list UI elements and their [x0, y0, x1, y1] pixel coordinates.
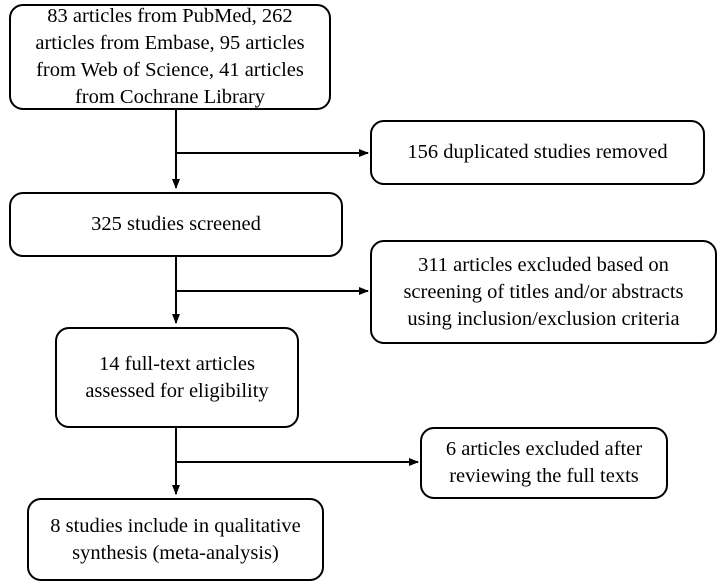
full-text-assessed-line: assessed for eligibility: [85, 379, 269, 402]
included-line: 8 studies include in qualitative: [50, 514, 301, 537]
duplicates-removed-line: 156 duplicated studies removed: [407, 141, 668, 163]
excluded-titles-abstracts-text: 311 articles excluded based on screening…: [403, 252, 683, 333]
full-text-assessed-line: 14 full-text articles: [99, 352, 255, 375]
screened-line: 325 studies screened: [91, 213, 261, 235]
sources-text: 83 articles from PubMed, 262 articles fr…: [35, 3, 304, 111]
excluded-full-text-text: 6 articles excluded after reviewing the …: [446, 436, 642, 490]
sources-line: articles from Embase, 95 articles: [35, 32, 305, 54]
excluded-full-text-line: 6 articles excluded after: [445, 438, 643, 460]
sources-line: from Web of Science, 41 articles: [36, 59, 304, 81]
included-box: 8 studies include in qualitative synthes…: [27, 498, 324, 581]
excluded-titles-abstracts-line: 311 articles excluded based on: [418, 253, 669, 276]
duplicates-removed-box: 156 duplicated studies removed: [370, 120, 705, 185]
sources-line: from Cochrane Library: [74, 86, 266, 108]
screened-box: 325 studies screened: [9, 192, 343, 257]
screened-text: 325 studies screened: [91, 211, 261, 238]
excluded-titles-abstracts-line: using inclusion/exclusion criteria: [407, 307, 680, 330]
full-text-assessed-box: 14 full-text articles assessed for eligi…: [55, 327, 299, 428]
excluded-titles-abstracts-line: screening of titles and/or abstracts: [403, 280, 684, 303]
duplicates-removed-text: 156 duplicated studies removed: [407, 139, 667, 166]
sources-box: 83 articles from PubMed, 262 articles fr…: [9, 4, 331, 110]
excluded-titles-abstracts-box: 311 articles excluded based on screening…: [370, 240, 717, 344]
full-text-assessed-text: 14 full-text articles assessed for eligi…: [85, 351, 268, 405]
excluded-full-text-line: reviewing the full texts: [449, 465, 639, 487]
included-text: 8 studies include in qualitative synthes…: [50, 513, 301, 567]
included-line: synthesis (meta-analysis): [72, 541, 279, 564]
excluded-full-text-box: 6 articles excluded after reviewing the …: [420, 427, 668, 499]
sources-line: 83 articles from PubMed, 262: [47, 5, 293, 27]
